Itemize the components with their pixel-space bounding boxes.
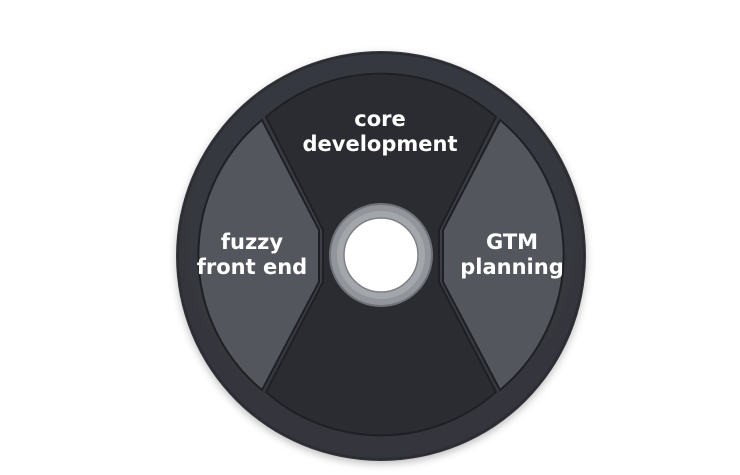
label-fuzzy-front-end-line2: front end — [196, 255, 308, 279]
label-core-development-line1: core — [354, 107, 406, 131]
label-fuzzy-front-end: fuzzy front end — [182, 230, 322, 280]
label-gtm-planning-line1: GTM — [485, 230, 539, 254]
segment-fuzzy-front-end — [197, 118, 320, 392]
hub-hole — [343, 217, 419, 293]
plate-rim-edge — [177, 52, 585, 460]
label-gtm-planning-line2: planning — [460, 255, 564, 279]
label-core-development-line2: development — [302, 132, 458, 156]
label-gtm-planning: GTM planning — [442, 230, 582, 280]
segment-gtm-planning — [442, 118, 565, 392]
label-core-development: core development — [290, 107, 470, 157]
label-fuzzy-front-end-line1: fuzzy — [220, 230, 284, 254]
